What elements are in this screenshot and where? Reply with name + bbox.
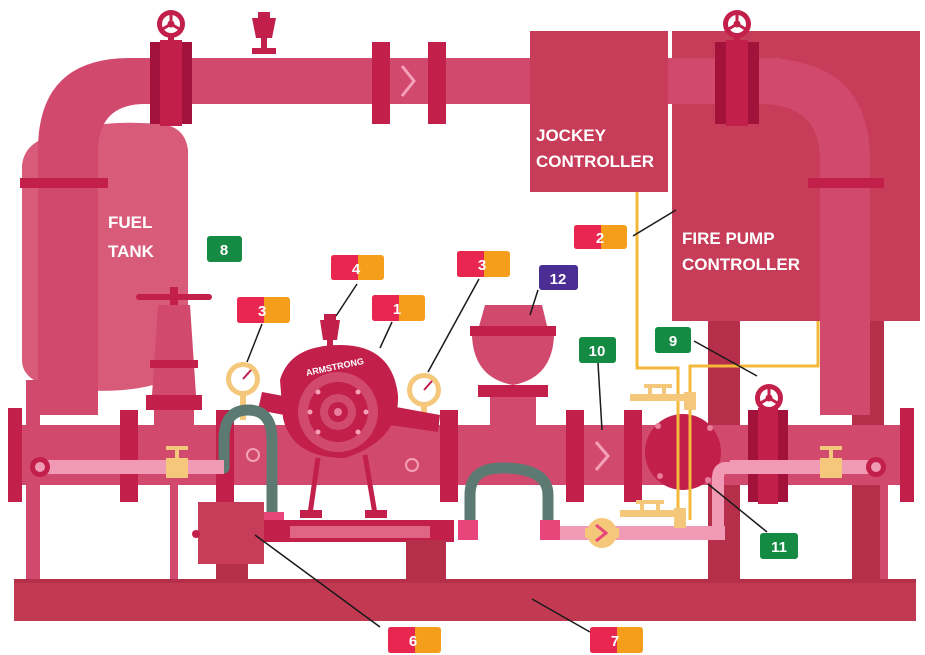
- leader-10: [598, 363, 602, 430]
- main-flange-6-face: [758, 408, 778, 504]
- badge-3-left-text: 3: [258, 303, 266, 320]
- badge-7: 7: [590, 627, 643, 653]
- badge-2-text: 2: [596, 230, 604, 247]
- fire-pump-controller-label-line2: CONTROLLER: [682, 255, 800, 274]
- base-skid-top-edge: [14, 579, 916, 583]
- leader-4: [336, 284, 357, 316]
- badge-9: 9: [655, 327, 691, 353]
- drain-pipe-bottom: [555, 526, 725, 540]
- pump-base-support: [406, 540, 446, 582]
- leader-1: [380, 322, 392, 348]
- drain-pipe-left-end-inner: [35, 462, 45, 472]
- badge-2: 2: [574, 225, 627, 249]
- badge-4: 4: [331, 255, 384, 280]
- badge-12: 12: [539, 265, 578, 290]
- main-flange-5: [624, 410, 642, 502]
- badge-6-text: 6: [409, 633, 417, 650]
- badge-8-text: 8: [220, 242, 228, 259]
- top-flange-mid-b: [428, 42, 446, 124]
- drain-pipe-left: [40, 460, 224, 474]
- support-leg-3: [880, 485, 888, 582]
- top-flange-right-face: [726, 40, 748, 126]
- check-valve-small-icon: [585, 518, 619, 548]
- check-valve-disc: [645, 414, 721, 490]
- drain-pipe-right-end-inner: [871, 462, 881, 472]
- badge-9-text: 9: [669, 333, 677, 350]
- badge-10: 10: [579, 337, 616, 363]
- badge-11-text: 11: [771, 539, 787, 556]
- badge-10-text: 10: [589, 343, 606, 360]
- badge-6: 6: [388, 627, 441, 653]
- fuel-tank-label-line1: FUEL: [108, 213, 152, 232]
- badge-4-text: 4: [352, 261, 361, 278]
- pressure-switch-top-icon: [630, 384, 696, 410]
- handwheel-top-left-icon: [157, 10, 185, 44]
- support-leg-1: [30, 502, 38, 582]
- fuel-tank-label-line2: TANK: [108, 242, 155, 261]
- hose-coupling-right-b: [540, 520, 560, 540]
- pressure-switch-bottom-icon: [620, 500, 686, 528]
- fire-pump-controller-label-line1: FIRE PUMP: [682, 229, 775, 248]
- badge-8: 8: [207, 236, 242, 262]
- leader-3b: [428, 279, 479, 372]
- main-flange-4: [566, 410, 584, 502]
- pump-base-rail: [290, 526, 430, 538]
- leader-3a: [247, 324, 262, 362]
- badge-7-text: 7: [611, 633, 619, 650]
- badge-3-right-text: 3: [478, 257, 486, 274]
- main-flange-3: [440, 410, 458, 502]
- jockey-controller-label-line1: JOCKEY: [536, 126, 607, 145]
- left-elbow-flange: [20, 178, 108, 188]
- air-release-valve-top-icon: [252, 12, 276, 54]
- base-skid: [14, 581, 916, 621]
- main-flange-1: [120, 410, 138, 502]
- badge-3-right: 3: [457, 251, 510, 277]
- support-leg-2: [170, 485, 178, 582]
- engine-block: [198, 502, 264, 564]
- main-pipe-left-cap: [8, 408, 22, 502]
- badge-1-text: 1: [393, 301, 401, 318]
- top-flange-left-face: [160, 40, 182, 126]
- leader-2: [633, 210, 676, 236]
- badge-12-text: 12: [550, 271, 567, 288]
- drain-pipe-right: [730, 460, 878, 474]
- jockey-controller-label-line2: CONTROLLER: [536, 152, 654, 171]
- badge-11: 11: [760, 533, 798, 559]
- relief-valve: [470, 305, 556, 427]
- badge-1: 1: [372, 295, 425, 321]
- right-elbow-flange: [808, 178, 884, 188]
- main-pipe-right-cap: [900, 408, 914, 502]
- fire-pump: [258, 314, 440, 518]
- hose-coupling-right-a: [458, 520, 478, 540]
- badge-3-left: 3: [237, 297, 290, 323]
- engine-port: [192, 530, 200, 538]
- top-flange-mid-a: [372, 42, 390, 124]
